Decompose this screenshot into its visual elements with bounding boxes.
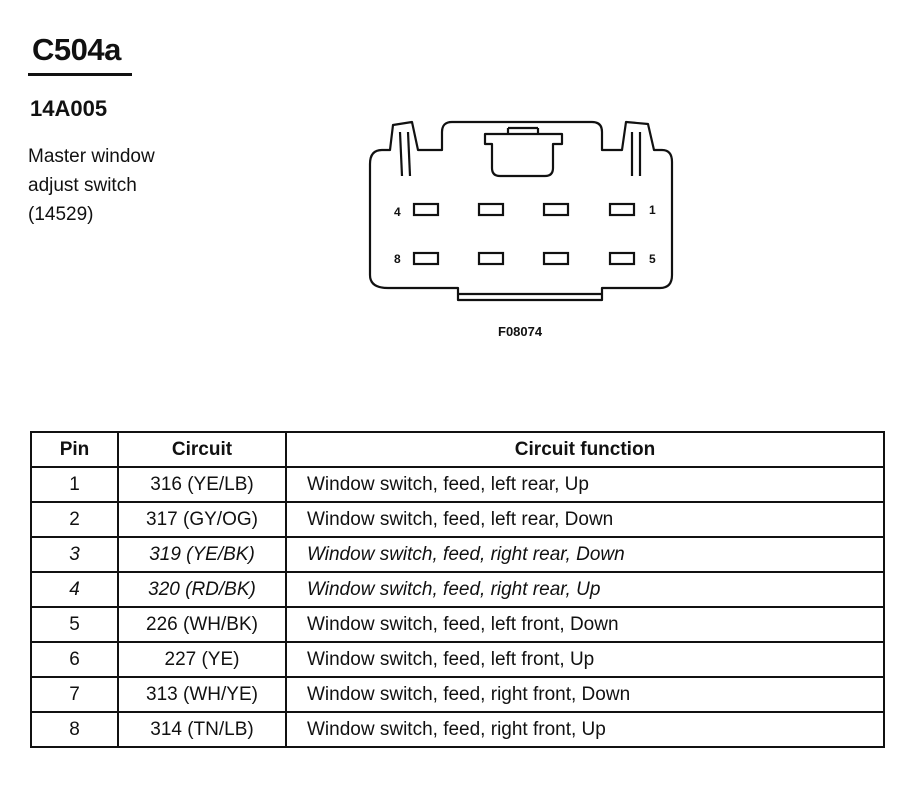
table-row: 8 314 (TN/LB) Window switch, feed, right…	[30, 711, 885, 748]
function-cell: Window switch, feed, left front, Up	[285, 641, 885, 678]
function-cell: Window switch, feed, right rear, Down	[285, 536, 885, 573]
circuit-cell: 320 (RD/BK)	[117, 571, 287, 608]
connector-face-diagram: 4 1 8 5	[368, 120, 674, 302]
table-row: 3 319 (YE/BK) Window switch, feed, right…	[30, 536, 885, 573]
pin-cell: 3	[30, 536, 119, 573]
figure-label: F08074	[498, 324, 543, 339]
table-row: 1 316 (YE/LB) Window switch, feed, left …	[30, 466, 885, 503]
description-line: Master window	[28, 146, 155, 167]
pin-cell: 7	[30, 676, 119, 713]
pin-cell: 5	[30, 606, 119, 643]
pin-label-1: 1	[649, 203, 656, 217]
connector-description: Master window adjust switch (14529)	[28, 142, 155, 229]
part-number: 14A005	[30, 96, 108, 121]
pin-label-8: 8	[394, 252, 401, 266]
description-line: (14529)	[28, 204, 94, 225]
title-underline	[28, 73, 132, 76]
header-circuit-function: Circuit function	[285, 431, 885, 468]
pin-label-4: 4	[394, 205, 401, 219]
circuit-cell: 319 (YE/BK)	[117, 536, 287, 573]
table-header-row: Pin Circuit Circuit function	[30, 431, 885, 468]
table-row: 6 227 (YE) Window switch, feed, left fro…	[30, 641, 885, 678]
function-cell: Window switch, feed, left rear, Down	[285, 501, 885, 538]
circuit-cell: 227 (YE)	[117, 641, 287, 678]
header-circuit: Circuit	[117, 431, 287, 468]
circuit-cell: 314 (TN/LB)	[117, 711, 287, 748]
connector-id: C504a	[32, 32, 121, 67]
pin-cell: 1	[30, 466, 119, 503]
function-cell: Window switch, feed, right front, Down	[285, 676, 885, 713]
pin-cell: 2	[30, 501, 119, 538]
table-row: 7 313 (WH/YE) Window switch, feed, right…	[30, 676, 885, 713]
header-pin: Pin	[30, 431, 119, 468]
pin-cell: 8	[30, 711, 119, 748]
circuit-cell: 317 (GY/OG)	[117, 501, 287, 538]
function-cell: Window switch, feed, right front, Up	[285, 711, 885, 748]
pin-label-5: 5	[649, 252, 656, 266]
function-cell: Window switch, feed, left front, Down	[285, 606, 885, 643]
function-cell: Window switch, feed, right rear, Up	[285, 571, 885, 608]
table-row: 4 320 (RD/BK) Window switch, feed, right…	[30, 571, 885, 608]
pinout-table: Pin Circuit Circuit function 1 316 (YE/L…	[30, 431, 885, 748]
table-row: 5 226 (WH/BK) Window switch, feed, left …	[30, 606, 885, 643]
function-cell: Window switch, feed, left rear, Up	[285, 466, 885, 503]
circuit-cell: 313 (WH/YE)	[117, 676, 287, 713]
pin-cell: 4	[30, 571, 119, 608]
circuit-cell: 226 (WH/BK)	[117, 606, 287, 643]
pin-cell: 6	[30, 641, 119, 678]
table-row: 2 317 (GY/OG) Window switch, feed, left …	[30, 501, 885, 538]
circuit-cell: 316 (YE/LB)	[117, 466, 287, 503]
description-line: adjust switch	[28, 175, 137, 196]
